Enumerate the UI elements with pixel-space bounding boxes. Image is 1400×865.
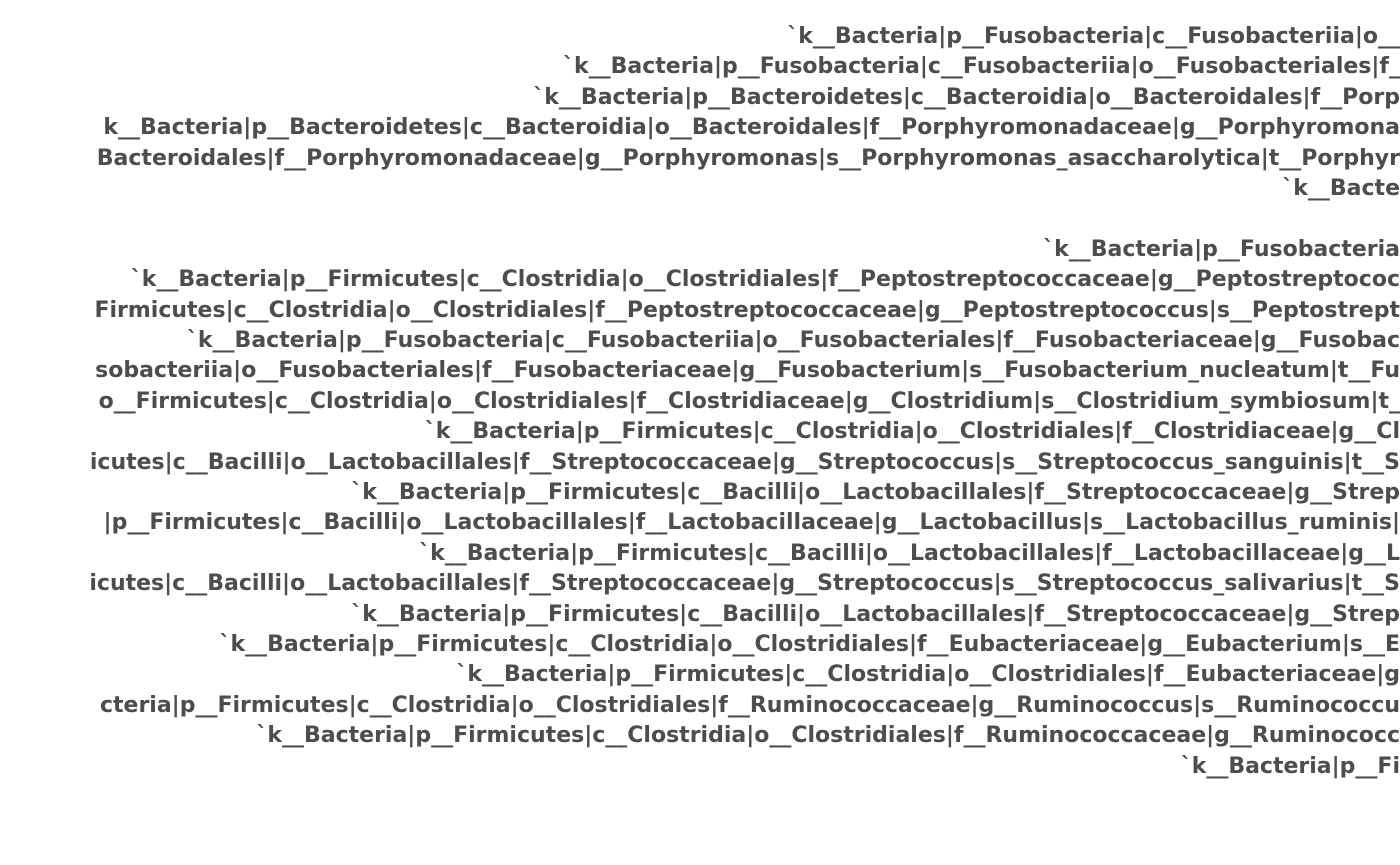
- y-tick-label: `k__Bacteria|p__Fusobacteria|c__Fusobact…: [787, 24, 1400, 49]
- y-tick-label: icutes|c__Bacilli|o__Lactobacillales|f__…: [89, 449, 1400, 475]
- y-tick-label: Bacteroidales|f__Porphyromonadaceae|g__P…: [96, 145, 1400, 171]
- y-tick-label: `k__Bacte: [1282, 176, 1400, 201]
- y-tick-label: `k__Bacteria|p__Fusobacteria|c__Fusobact…: [186, 328, 1400, 353]
- y-tick-label: k__Bacteria|p__Bacteroidetes|c__Bacteroi…: [103, 115, 1400, 141]
- y-tick-label: `k__Bacteria|p__Fi: [1180, 753, 1400, 779]
- y-tick-label: cteria|p__Firmicutes|c__Clostridia|o__Cl…: [99, 692, 1400, 718]
- y-tick-label: `k__Bacteria|p__Firmicutes|c__Clostridia…: [256, 723, 1400, 749]
- y-tick-label: Firmicutes|c__Clostridia|o__Clostridiale…: [94, 297, 1400, 323]
- y-tick-label: `k__Bacteria|p__Firmicutes|c__Bacilli|o_…: [419, 540, 1400, 566]
- y-tick-label: o__Firmicutes|c__Clostridia|o__Clostridi…: [98, 388, 1400, 414]
- y-tick-label: `k__Bacteria|p__Firmicutes|c__Bacilli|o_…: [351, 480, 1400, 505]
- y-tick-label: `k__Bacteria|p__Firmicutes|c__Clostridia…: [219, 632, 1400, 657]
- y-tick-label: `k__Bacteria|p__Firmicutes|c__Clostridia…: [456, 662, 1400, 688]
- y-tick-label: `k__Bacteria|p__Firmicutes|c__Clostridia…: [424, 419, 1400, 445]
- y-tick-label: `k__Bacteria|p__Fusobacteria|c__Fusobact…: [562, 54, 1400, 80]
- y-tick-label: icutes|c__Bacilli|o__Lactobacillales|f__…: [89, 571, 1400, 597]
- y-tick-label: sobacteriia|o__Fusobacteriales|f__Fusoba…: [95, 358, 1400, 384]
- y-tick-label: `k__Bacteria|p__Fusobacteria: [1043, 236, 1400, 262]
- y-tick-label: `k__Bacteria|p__Bacteroidetes|c__Bactero…: [533, 84, 1400, 110]
- y-tick-label: |p__Firmicutes|c__Bacilli|o__Lactobacill…: [103, 510, 1400, 536]
- y-tick-label: `k__Bacteria|p__Firmicutes|c__Bacilli|o_…: [351, 601, 1400, 627]
- y-tick-label: `k__Bacteria|p__Firmicutes|c__Clostridia…: [130, 267, 1400, 293]
